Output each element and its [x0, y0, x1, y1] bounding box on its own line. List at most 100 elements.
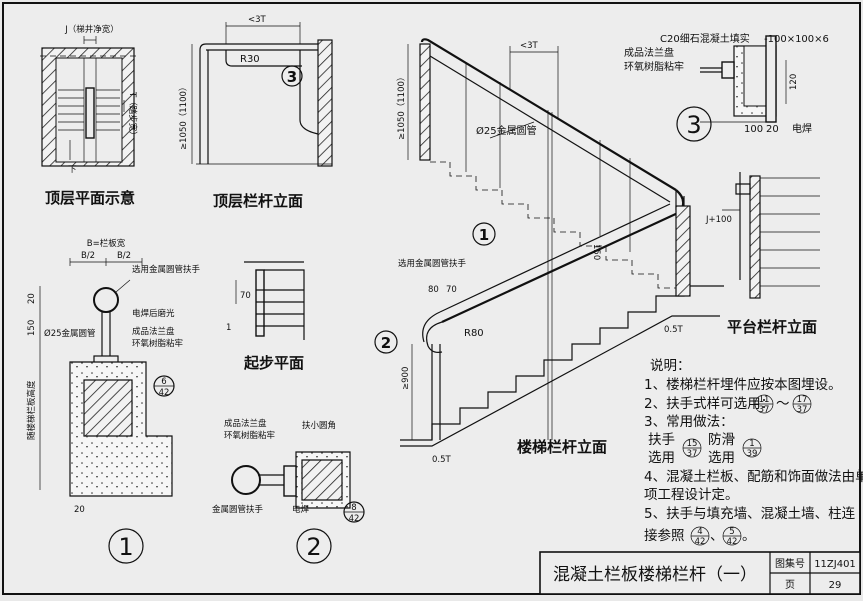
detail1-20-label: 20 — [27, 293, 37, 304]
notes-r5-sep: 、 — [710, 528, 724, 544]
detail3-concrete-label: C20细石混凝土填实 — [660, 32, 750, 45]
notes-line1: 1、楼梯栏杆埋件应按本图埋设。 — [644, 376, 842, 393]
notes-r5a-bot: 42 — [695, 537, 706, 547]
top-plan-width-label: J（梯井净宽） — [64, 24, 119, 35]
atlas-number: 11ZJ401 — [814, 559, 856, 570]
detail1-vertical-label: 随楼梯栏板高度 — [26, 380, 37, 440]
top-plan-view: J（梯井净宽） T（踏步宽） 下 顶层平面示意 — [40, 24, 138, 207]
stair-80-label: 80 — [428, 285, 439, 295]
detail2-number: 2 — [306, 533, 321, 561]
detail2-ref-top: 8 — [351, 503, 356, 513]
start-plan-70-label: 70 — [240, 291, 251, 301]
detail2-round-label: 扶小圆角 — [302, 420, 336, 431]
detail2-flange-label: 成品法兰盘 — [224, 418, 267, 429]
detail2-ref-bot: 42 — [349, 514, 360, 524]
detail-1-view: B=栏板宽 B/2 B/2 选用金属圆管扶手 电焊后磨光 Ø25金属圆管 成品法… — [26, 238, 201, 564]
notes-line5b: 接参照 — [644, 527, 685, 544]
notes-r2b-bot: 37 — [797, 405, 808, 415]
notes-r3a-bot: 37 — [687, 449, 698, 459]
notes-l3b: 防滑 — [708, 432, 735, 448]
stair-pipe-label: Ø25金属圆管 — [476, 124, 537, 137]
stair-70-label: 70 — [446, 285, 457, 295]
page-number: 29 — [829, 580, 842, 591]
notes-l3b2: 选用 — [708, 450, 735, 466]
stair-handrail-label: 选用金属圆管扶手 — [398, 258, 467, 269]
detail2-glue-label: 环氧树脂粘牢 — [224, 430, 275, 441]
top-elev-height-label: ≥1050（1100） — [178, 83, 189, 150]
detail-2-view: 成品法兰盘 环氧树脂粘牢 扶小圆角 金属圆管扶手 电焊 8 42 2 — [212, 418, 365, 564]
stair-caption: 楼梯栏杆立面 — [517, 438, 607, 456]
stair-3t-label: <3T — [520, 41, 539, 51]
page-label: 页 — [785, 579, 795, 591]
stair-05t-left-label: 0.5T — [432, 455, 452, 465]
top-plan-gap-label: T（踏步宽） — [127, 91, 138, 140]
notes-r3a-top: 15 — [687, 439, 698, 449]
notes-r2-sep: ～ — [776, 396, 790, 412]
stair-05t-right-label: 0.5T — [664, 325, 684, 335]
detail3-plate-label: -100×100×6 — [764, 34, 829, 45]
detail3-20-label: 20 — [766, 124, 779, 135]
notes-r5b-bot: 42 — [727, 537, 738, 547]
detail3-weld-label: 电焊 — [792, 122, 812, 135]
detail-3-view: C20细石混凝土填实 -100×100×6 成品法兰盘 环氧树脂粘牢 120 1… — [624, 32, 829, 142]
notes-r2a-bot: 37 — [759, 405, 770, 415]
start-plan-view: 70 1 起步平面 — [226, 261, 305, 372]
stair-height-top-label: ≥1050（1100） — [396, 73, 407, 140]
detail3-120-label: 120 — [789, 74, 799, 90]
landing-j100-label: J+100 — [705, 215, 732, 225]
notes-l3a2: 选用 — [648, 450, 675, 466]
stair-ref-2: 2 — [381, 334, 391, 352]
detail1-flange-label: 成品法兰盘 — [132, 326, 175, 337]
detail1-handrail-label: 选用金属圆管扶手 — [132, 264, 201, 275]
landing-caption: 平台栏杆立面 — [727, 318, 817, 336]
notes-heading: 说明： — [650, 358, 691, 374]
notes-line3: 3、常用做法： — [644, 414, 734, 430]
atlas-label: 图集号 — [775, 557, 805, 570]
notes-l3a: 扶手 — [648, 432, 675, 448]
notes-line4b: 项工程设计定。 — [644, 487, 739, 503]
notes-line5a: 5、扶手与填充墙、混凝土墙、柱连 — [644, 506, 856, 522]
detail1-pipe-label: Ø25金属圆管 — [44, 328, 96, 339]
top-elev-r30-label: R30 — [240, 54, 260, 65]
detail1-b2a-label: B/2 — [81, 251, 95, 261]
detail1-number: 1 — [118, 533, 133, 561]
stair-ref-1: 1 — [479, 226, 489, 244]
top-elev-ref-3: 3 — [287, 68, 297, 86]
title-block: 混凝土栏板楼梯栏杆（一） 图集号 11ZJ401 页 29 — [539, 551, 861, 595]
detail1-b-label: B=栏板宽 — [87, 238, 126, 249]
detail1-glue-label: 环氧树脂粘牢 — [132, 338, 183, 349]
landing-elevation-view: J+100 平台栏杆立面 — [705, 172, 820, 336]
top-plan-down-label: 下 — [68, 165, 77, 175]
detail1-b2b-label: B/2 — [117, 251, 131, 261]
top-elev-caption: 顶层栏杆立面 — [213, 192, 303, 210]
notes-r5-end: 。 — [742, 528, 756, 544]
stair-h900-label: ≥900 — [401, 367, 411, 390]
notes-r3b-top: 1 — [749, 439, 754, 449]
detail1-ref-top: 6 — [161, 377, 166, 387]
notes-r3b-bot: 39 — [747, 449, 758, 459]
detail2-handrail-label: 金属圆管扶手 — [212, 504, 264, 515]
start-plan-caption: 起步平面 — [243, 354, 304, 372]
detail1-150-label: 150 — [27, 320, 37, 336]
detail1-20b-label: 20 — [74, 505, 85, 515]
detail1-weld-label: 电焊后磨光 — [132, 308, 175, 319]
notes-r5b-top: 5 — [729, 527, 734, 537]
stair-r80-label: R80 — [464, 328, 484, 339]
detail3-number: 3 — [686, 111, 701, 139]
detail2-weld-label: 电焊 — [292, 504, 310, 515]
notes-block: 说明： 1、楼梯栏杆埋件应按本图埋设。 2、扶手式样可选用： 11 37 ～ 1… — [644, 358, 863, 547]
notes-r2a-top: 11 — [759, 395, 770, 405]
detail3-glue-label: 环氧树脂粘牢 — [624, 60, 684, 73]
top-elev-3t-label: <3T — [248, 15, 267, 25]
stair-elevation-view: <3T ≥1050（1100） Ø25金属圆管 选用金属圆管扶手 80 70 R… — [374, 38, 724, 465]
start-plan-1-label: 1 — [226, 323, 231, 333]
detail3-100-label: 100 — [744, 124, 763, 135]
notes-line2: 2、扶手式样可选用： — [644, 396, 774, 412]
notes-r2b-top: 17 — [797, 395, 808, 405]
top-plan-caption: 顶层平面示意 — [45, 189, 135, 207]
sheet-title: 混凝土栏板楼梯栏杆（一） — [553, 565, 757, 585]
notes-line4a: 4、混凝土栏板、配筋和饰面做法由单 — [644, 468, 863, 485]
top-elevation-view: <3T R30 ≥1050（1100） 3 顶层栏杆立面 — [178, 15, 333, 210]
